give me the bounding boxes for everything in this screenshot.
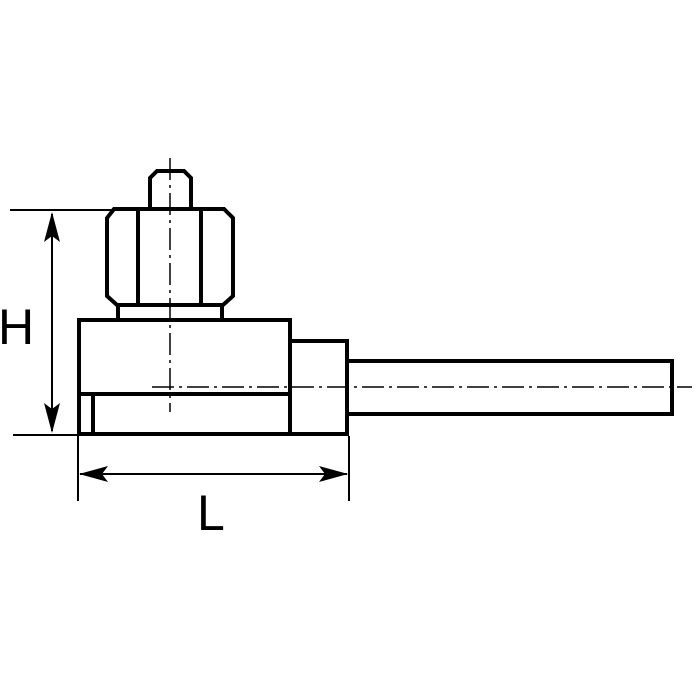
arrow-left-icon (79, 466, 108, 482)
centerlines (152, 158, 692, 412)
height-label: H (0, 299, 34, 355)
length-dimension: L (77, 436, 350, 541)
nut-neck (116, 305, 224, 320)
height-dimension: H (0, 209, 114, 436)
arrow-down-icon (44, 403, 60, 433)
arrow-up-icon (44, 212, 60, 242)
body-block (77, 318, 292, 436)
arrow-right-icon (319, 466, 348, 482)
length-label: L (197, 485, 225, 541)
